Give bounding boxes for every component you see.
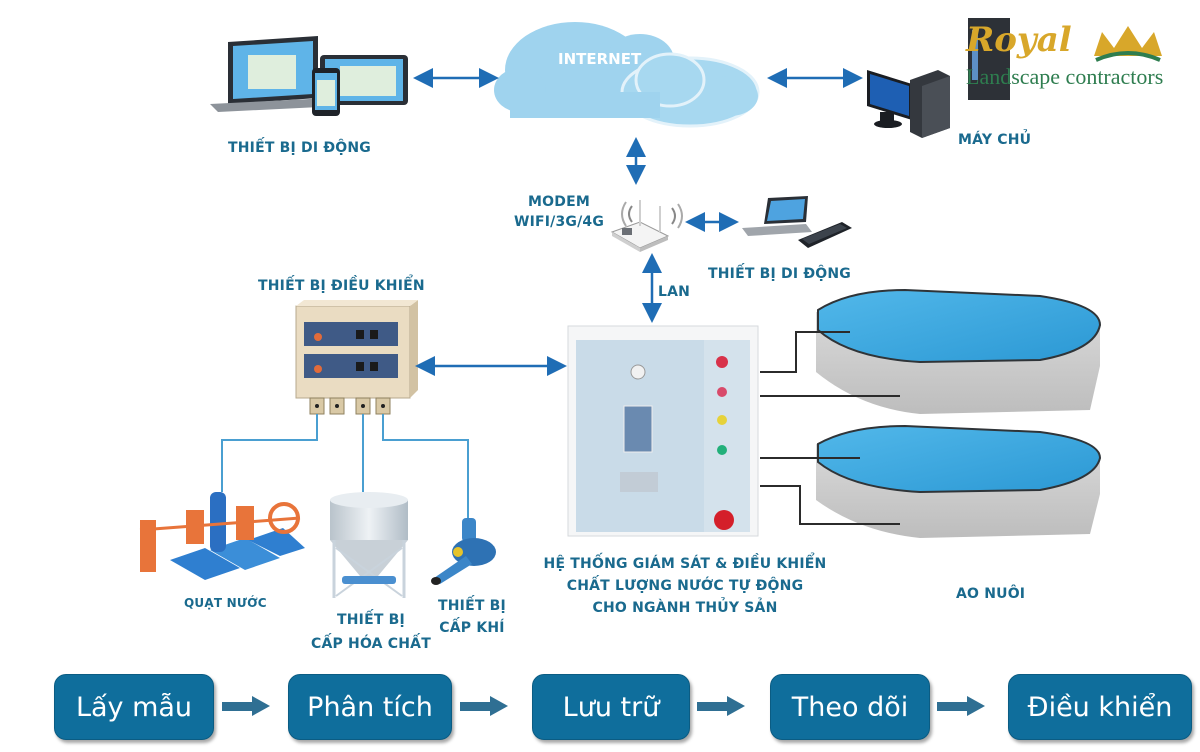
main-system-label-line3: CHO NGÀNH THỦY SẢN — [592, 600, 778, 616]
pond-cables — [760, 331, 900, 525]
mobile-top-label: THIẾT BỊ DI ĐỘNG — [228, 140, 371, 156]
process-arrows — [222, 696, 985, 716]
chemical-label-line1: THIẾT BỊ — [337, 612, 405, 628]
process-step-monitoring: Theo dõi — [770, 674, 930, 740]
internet-label: INTERNET — [558, 50, 642, 68]
chemical-tank-icon — [330, 492, 408, 598]
process-step-analysis: Phân tích — [288, 674, 452, 740]
process-step-label: Lấy mẫu — [75, 691, 193, 723]
air-blower-icon — [431, 518, 496, 585]
crown-icon — [1094, 26, 1162, 62]
electrical-cabinet-icon — [567, 325, 759, 537]
process-step-label: Lưu trữ — [562, 691, 660, 723]
logo-tagline: Landscape contractors — [966, 64, 1164, 89]
controller-label: THIẾT BỊ ĐIỀU KHIỂN — [258, 278, 425, 294]
process-step-sampling: Lấy mẫu — [54, 674, 214, 740]
air-label-line2: CẤP KHÍ — [439, 620, 505, 636]
process-arrow-1 — [222, 696, 270, 716]
process-step-label: Điều khiển — [1027, 691, 1173, 723]
process-arrow-2 — [460, 696, 508, 716]
process-step-storage: Lưu trữ — [532, 674, 690, 740]
process-step-control: Điều khiển — [1008, 674, 1192, 740]
air-label-line1: THIẾT BỊ — [438, 598, 506, 614]
modem-label-line1: MODEM — [528, 194, 590, 210]
lan-label: LAN — [658, 284, 691, 300]
control-box-icon — [295, 300, 418, 415]
process-arrow-3 — [697, 696, 745, 716]
logo-name: Royal — [966, 20, 1072, 60]
process-arrow-4 — [937, 696, 985, 716]
desktop-computer-icon — [867, 18, 1010, 138]
main-system-label-line1: HỆ THỐNG GIÁM SÁT & ĐIỀU KHIỂN — [543, 556, 827, 572]
paddlewheel-aerator-icon — [139, 492, 305, 580]
chemical-label-line2: CẤP HÓA CHẤT — [311, 636, 431, 652]
laptop-tablet-phone-icon — [210, 36, 408, 116]
server-label: MÁY CHỦ — [958, 132, 1032, 148]
cloud-icon — [494, 22, 760, 128]
main-system-label-line2: CHẤT LƯỢNG NƯỚC TỰ ĐỘNG — [566, 578, 804, 594]
mobile-mid-label: THIẾT BỊ DI ĐỘNG — [708, 266, 851, 282]
ponds-label: AO NUÔI — [956, 586, 1026, 602]
aerator-label: QUẠT NƯỚC — [184, 596, 267, 610]
process-step-label: Phân tích — [307, 691, 433, 723]
laptop-phone-icon — [742, 196, 852, 248]
wifi-router-icon — [610, 200, 683, 252]
controller-wires — [221, 414, 469, 520]
connection-arrows — [413, 68, 863, 376]
process-step-label: Theo dõi — [791, 691, 909, 723]
modem-label-line2: WIFI/3G/4G — [513, 214, 605, 230]
pond-icon — [816, 288, 1102, 538]
